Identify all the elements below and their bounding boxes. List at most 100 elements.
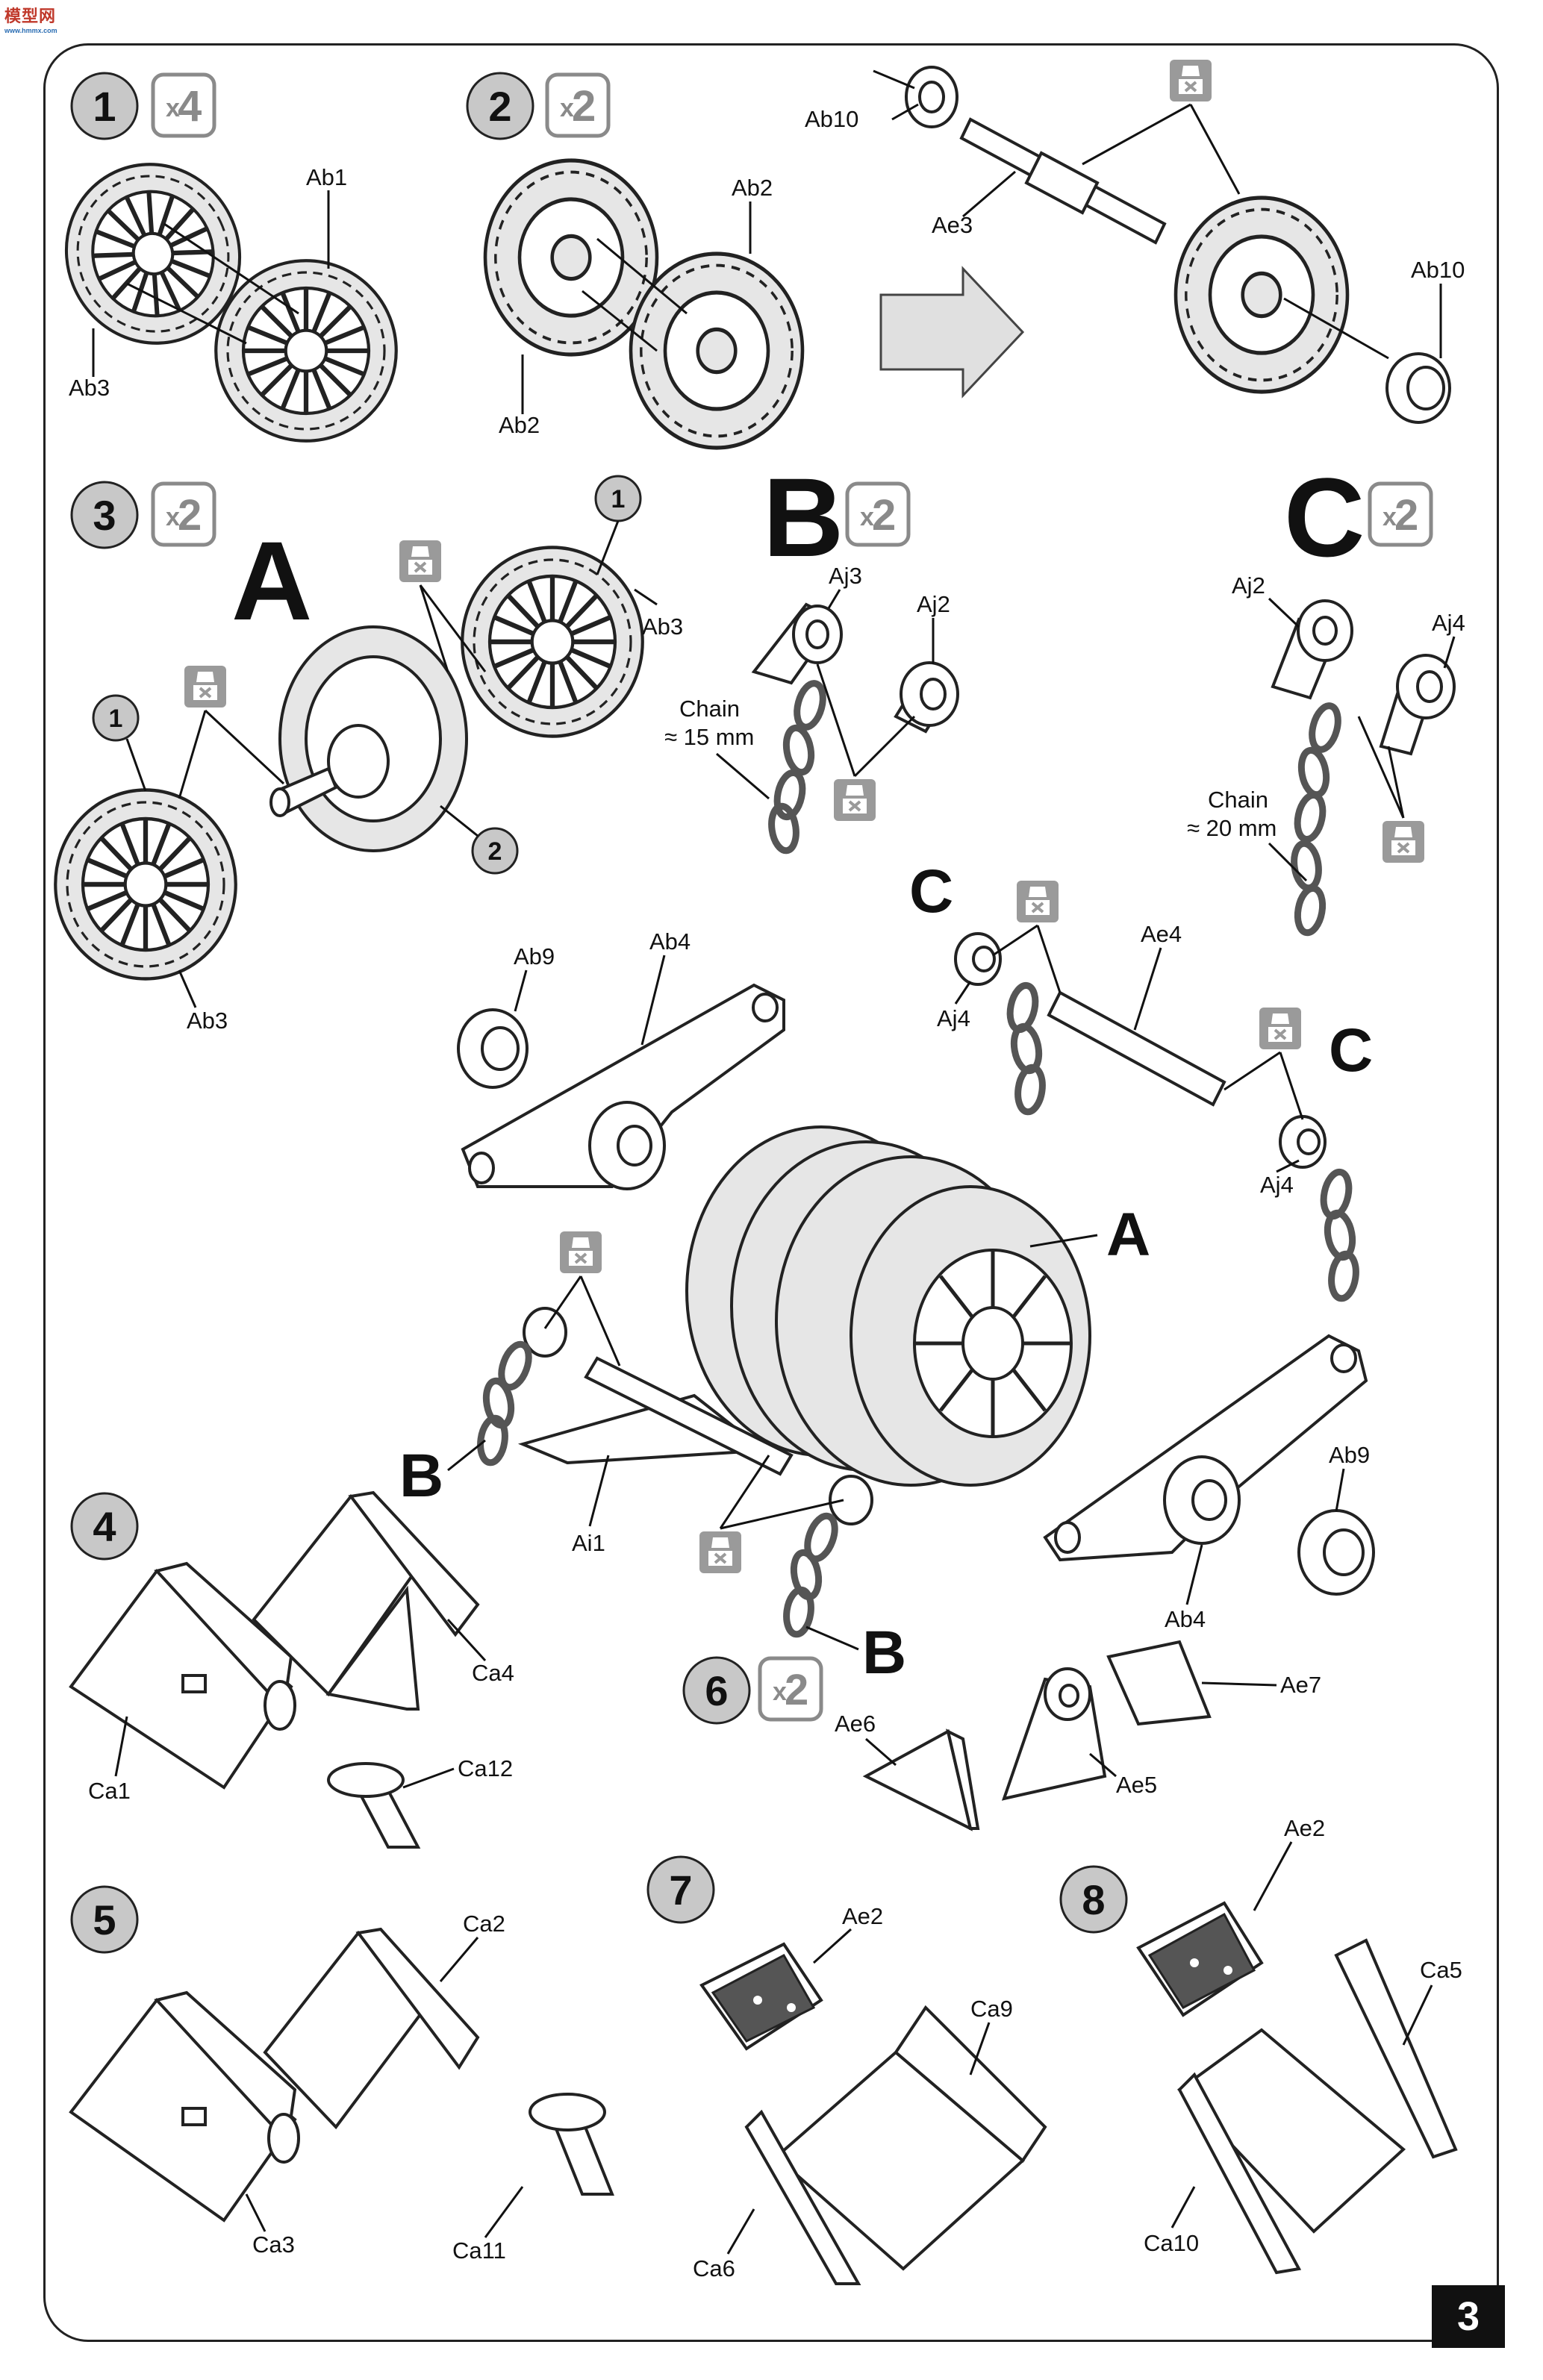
label-ab9-top: Ab9: [514, 943, 555, 969]
step-2: 2 x 2: [466, 72, 611, 140]
part-ae5: [1001, 1667, 1107, 1801]
label-ca6: Ca6: [693, 2255, 735, 2281]
bracket-aj2-b: [894, 661, 959, 734]
step-multiplier: 2: [178, 491, 202, 540]
chain-b-label: Chain: [679, 696, 740, 722]
label-ae4: Ae4: [1141, 921, 1182, 947]
part-ca5: [1334, 1938, 1458, 2159]
subassembly-b-title: B: [763, 455, 844, 580]
glue-icon: [558, 1230, 603, 1275]
label-aj2-b: Aj2: [917, 591, 950, 617]
label-aj3: Aj3: [829, 563, 862, 589]
label-aj2-c: Aj2: [1232, 572, 1265, 599]
part-ae6: [862, 1728, 980, 1831]
chain-aj4-top: [1006, 983, 1045, 1114]
glue-icon: [1381, 819, 1426, 864]
watermark-logo: 模型网 www.hmmx.com: [4, 3, 57, 34]
part-ae2-step7: [699, 1942, 823, 2051]
label-ca2: Ca2: [463, 1911, 505, 1937]
glue-icon: [698, 1530, 743, 1575]
label-ab2-top: Ab2: [732, 175, 773, 201]
label-ae3: Ae3: [932, 212, 973, 238]
step-number: 5: [93, 1896, 116, 1943]
gear-ab1: [216, 260, 396, 441]
label-ab2-bottom: Ab2: [499, 412, 540, 438]
chain-20mm: [1291, 703, 1342, 934]
label-ae5: Ae5: [1116, 1772, 1157, 1798]
step-number: 3: [93, 492, 116, 539]
label-ab9-bottom: Ab9: [1329, 1442, 1370, 1468]
part-ae2-step8: [1136, 1901, 1264, 2017]
svg-text:x: x: [773, 1678, 787, 1706]
drum-assembled: [685, 1125, 1091, 1487]
label-b-main-right: B: [862, 1619, 906, 1687]
label-aj4-c: Aj4: [1432, 610, 1465, 636]
label-ab10-left: Ab10: [805, 106, 858, 132]
step-number: 8: [1082, 1876, 1105, 1923]
step-multiplier: 4: [178, 82, 202, 131]
label-a-main: A: [1106, 1201, 1150, 1269]
label-ab10-right: Ab10: [1411, 257, 1465, 283]
bracket-aj3: [751, 602, 843, 685]
part-ca11: [529, 2093, 614, 2196]
chain-c-label: Chain: [1208, 787, 1268, 813]
label-c-main-right: C: [1329, 1016, 1373, 1084]
part-ca12: [327, 1762, 421, 1849]
step-4: 4: [70, 1492, 139, 1561]
label-ae2-step8: Ae2: [1284, 1815, 1325, 1841]
arrow-icon: [879, 266, 1025, 399]
callout-1: 1: [109, 705, 123, 733]
label-ca11: Ca11: [452, 2237, 506, 2264]
step-5: 5: [70, 1885, 139, 1954]
part-ca6: [744, 2109, 861, 2285]
chain-b-length: ≈ 15 mm: [664, 724, 754, 750]
label-ab3: Ab3: [69, 375, 110, 401]
label-ca1: Ca1: [88, 1778, 131, 1804]
chain-15mm: [769, 681, 827, 852]
step-number: 1: [93, 83, 116, 130]
gear-ab2-assembled: [1176, 198, 1347, 392]
glue-icon: [832, 778, 877, 822]
callout-1: 1: [611, 485, 626, 513]
svg-text:x: x: [1383, 503, 1397, 531]
step-8: 8: [1059, 1865, 1128, 1934]
label-ca12: Ca12: [458, 1755, 513, 1781]
watermark-url: www.hmmx.com: [4, 27, 57, 34]
part-ca3: [69, 1990, 300, 2223]
page-frame: [43, 43, 1499, 2342]
label-ca10: Ca10: [1144, 2230, 1199, 2256]
subassembly-c-header: C x 2: [1284, 455, 1433, 580]
label-ae2-step7: Ae2: [842, 1903, 883, 1929]
step-number: 2: [488, 83, 511, 130]
step-multiplier: 2: [572, 82, 596, 131]
glue-icon: [1258, 1006, 1303, 1051]
arm-ab4-bottom: [1043, 1334, 1368, 1562]
axle-ae3: [873, 66, 1167, 245]
subassembly-a-title: A: [231, 518, 312, 643]
part-ca9: [773, 2005, 1047, 2271]
bracket-aj4-c: [1379, 654, 1456, 756]
label-ab1: Ab1: [306, 164, 347, 190]
callout-2: 2: [488, 837, 502, 866]
step-3: 3 x 2: [70, 481, 216, 549]
chain-b-right: [784, 1512, 840, 1636]
svg-text:x: x: [166, 94, 180, 122]
label-ae7: Ae7: [1280, 1672, 1321, 1698]
subassembly-c-title: C: [1284, 455, 1365, 580]
label-ca5: Ca5: [1420, 1957, 1462, 1983]
subassembly-b-multiplier: 2: [872, 491, 896, 540]
cap-ab9-bottom: [1297, 1509, 1375, 1596]
step-number: 6: [705, 1667, 728, 1714]
axle-ai1: [517, 1307, 873, 1525]
label-ab3-top: Ab3: [642, 613, 683, 640]
part-ca1: [69, 1561, 296, 1790]
subassembly-c-multiplier: 2: [1394, 491, 1418, 540]
svg-text:x: x: [560, 94, 574, 122]
label-aj4-main-right: Aj4: [1260, 1172, 1294, 1198]
step-6: 6 x 2: [682, 1656, 823, 1725]
label-ca9: Ca9: [970, 1996, 1013, 2022]
part-ae7: [1106, 1640, 1212, 1726]
cap-ab10: [1283, 297, 1451, 424]
svg-text:x: x: [166, 503, 180, 531]
